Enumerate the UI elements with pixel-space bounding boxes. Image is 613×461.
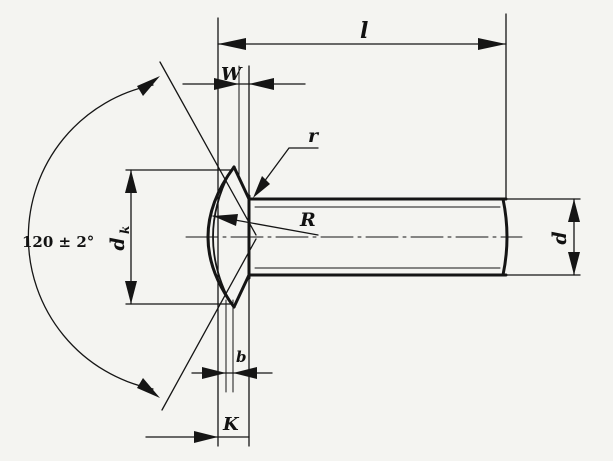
arrow-dk-top xyxy=(125,170,137,193)
arrow-angle-top xyxy=(137,76,160,96)
label-edge: b xyxy=(236,348,247,366)
rivet-outline xyxy=(206,165,509,309)
arrow-length-left xyxy=(218,38,246,50)
arrow-d-bottom xyxy=(568,252,580,275)
arrow-length-right xyxy=(478,38,506,50)
dim-arc-angle xyxy=(27,84,154,390)
label-shank-diameter: d xyxy=(549,231,571,244)
label-length: l xyxy=(360,18,368,44)
head-crown-inner xyxy=(212,171,231,303)
arrow-dk-bottom xyxy=(125,281,137,304)
arrow-w-left xyxy=(214,78,239,90)
arrow-angle-bottom xyxy=(137,378,160,398)
head-crown-outer xyxy=(206,165,236,309)
label-fillet-radius: r xyxy=(308,125,320,147)
arrow-b-left xyxy=(202,367,226,379)
arrow-w-right xyxy=(249,78,274,90)
label-head-diameter-symbol: d xyxy=(107,237,129,250)
arrow-k xyxy=(194,431,218,443)
cone-line-upper xyxy=(159,61,257,236)
label-head-diameter: d k xyxy=(107,226,132,251)
head-flank-upper xyxy=(232,165,251,201)
label-angle: 120 ± 2° xyxy=(22,233,94,251)
label-head-height: W xyxy=(221,64,243,85)
label-crown-radius: R xyxy=(299,209,316,231)
head-flank-lower xyxy=(232,273,251,309)
cone-line-lower xyxy=(161,238,257,411)
label-head-depth: K xyxy=(222,414,240,435)
leader-r xyxy=(257,147,319,191)
label-head-diameter-subscript: k xyxy=(118,226,132,234)
shank-end xyxy=(501,197,509,277)
arrow-r xyxy=(253,176,270,198)
arrow-b-right xyxy=(233,367,257,379)
arrow-d-top xyxy=(568,199,580,222)
arrow-big-r xyxy=(213,214,238,226)
